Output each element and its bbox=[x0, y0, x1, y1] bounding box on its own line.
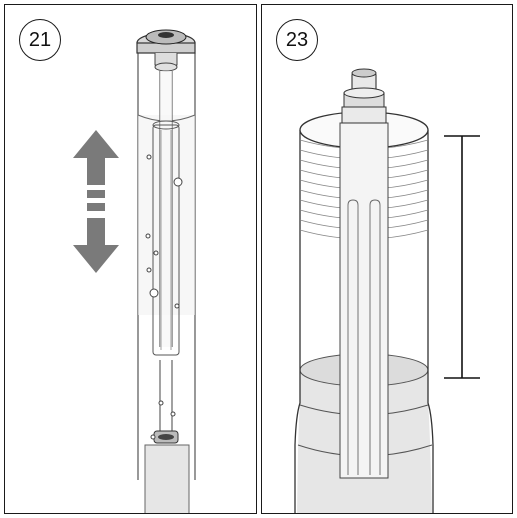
step-number-badge: 23 bbox=[276, 19, 318, 61]
top-connector bbox=[341, 68, 387, 124]
height-dimension-line bbox=[444, 135, 480, 379]
top-cap bbox=[136, 29, 196, 54]
step-23-panel: 23 bbox=[261, 4, 513, 514]
cartridge-housing-illustration bbox=[294, 68, 480, 513]
up-down-arrow-icon bbox=[73, 130, 119, 273]
bottom-fitting bbox=[153, 430, 179, 444]
step-number-badge: 21 bbox=[19, 19, 61, 61]
cartridge-ribs bbox=[347, 199, 381, 475]
filter-housing-illustration bbox=[73, 29, 196, 513]
air-bubbles bbox=[145, 154, 183, 440]
step-21-panel: 21 bbox=[4, 4, 257, 514]
